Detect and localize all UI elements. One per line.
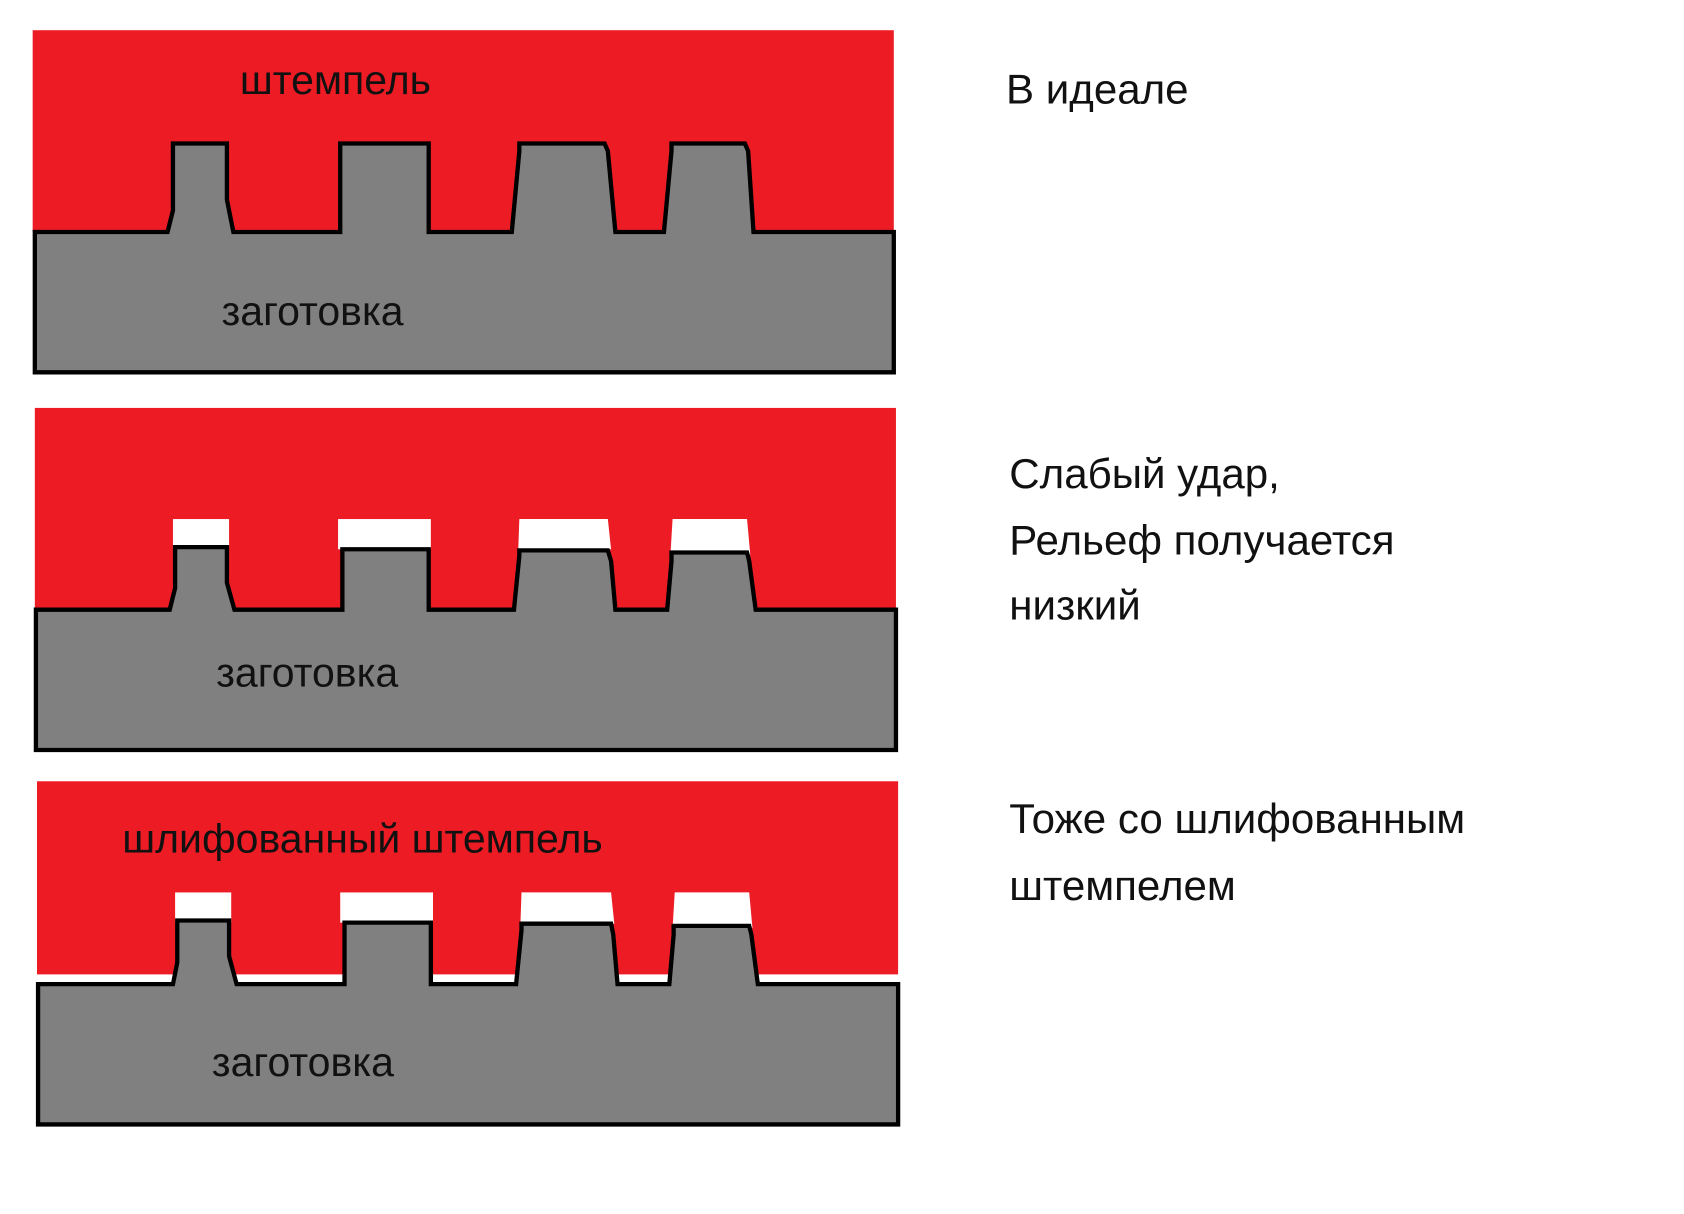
caption-line: Рельеф получается — [1009, 517, 1394, 564]
gap — [520, 892, 615, 924]
caption-line: Тоже со шлифованным — [1009, 795, 1465, 842]
gap — [340, 892, 434, 923]
blank-label: заготовка — [212, 1039, 394, 1085]
gap — [672, 892, 753, 929]
gap — [172, 519, 230, 550]
gap — [175, 892, 232, 923]
gap-strip — [36, 974, 899, 984]
caption-line: Слабый удар, — [1009, 450, 1280, 497]
blank-label: заготовка — [222, 288, 404, 334]
die — [32, 30, 894, 233]
panel-ideal: штемпель заготовка В идеале — [32, 30, 1189, 375]
gap — [338, 519, 431, 550]
die-label: шлифованный штемпель — [122, 815, 603, 861]
gaps — [175, 892, 753, 929]
gap — [670, 519, 751, 555]
die — [36, 781, 899, 975]
panel-weak-strike: заготовка Слабый удар, Рельеф получается… — [33, 407, 1394, 753]
caption-line: штемпелем — [1009, 862, 1236, 909]
blank-label: заготовка — [216, 649, 398, 695]
gap — [518, 519, 612, 550]
blank-workpiece — [32, 141, 896, 375]
die — [34, 407, 896, 610]
die-label: штемпель — [240, 57, 431, 103]
blank-workpiece — [35, 918, 901, 1127]
caption-line: В идеале — [1006, 66, 1189, 113]
caption-line: низкий — [1009, 581, 1140, 628]
panel-polished-die: шлифованный штемпель заготовка Тоже со ш… — [35, 781, 1465, 1127]
gaps — [172, 519, 751, 555]
blank-workpiece — [33, 544, 899, 753]
